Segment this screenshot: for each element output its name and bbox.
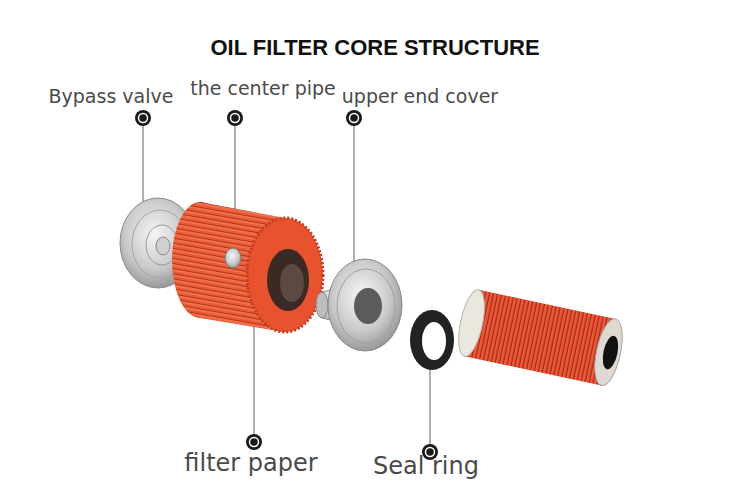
element-hole xyxy=(600,334,621,370)
center-pipe xyxy=(225,248,241,268)
part-label: Seal ring xyxy=(373,453,479,479)
cover-hole xyxy=(354,288,382,324)
filter-hole-inner xyxy=(280,264,304,302)
callout-dot xyxy=(135,110,151,126)
filter-hole xyxy=(267,249,309,311)
seal-ring-body xyxy=(410,310,454,370)
cover-rim xyxy=(337,269,395,343)
cover-disc xyxy=(328,259,402,351)
element-left-cap xyxy=(454,287,490,358)
filter-paper-part xyxy=(172,202,323,332)
upper-end-cover-part xyxy=(316,259,402,351)
diagram-title: OIL FILTER CORE STRUCTURE xyxy=(210,36,539,60)
valve-center xyxy=(156,237,170,255)
part-label: the center pipe xyxy=(190,78,335,99)
filter-end-face xyxy=(247,218,323,332)
callout-dots xyxy=(135,110,438,460)
seal-ring-hole xyxy=(422,322,446,360)
seal-ring-part xyxy=(410,310,454,370)
callout-dot xyxy=(246,434,262,450)
leader-line xyxy=(142,118,143,212)
cover-neck-end xyxy=(316,292,328,318)
part-label: filter paper xyxy=(184,450,317,476)
part-label: upper end cover xyxy=(342,86,498,107)
leader-line xyxy=(353,118,354,268)
element-right-cap xyxy=(590,316,628,388)
callout-dot xyxy=(227,110,243,126)
element-body xyxy=(465,290,616,386)
part-label: Bypass valve xyxy=(49,86,174,107)
callout-dot xyxy=(346,110,362,126)
leader-lines xyxy=(143,118,430,452)
filter-element-part xyxy=(454,287,628,387)
leader-line xyxy=(429,356,430,452)
